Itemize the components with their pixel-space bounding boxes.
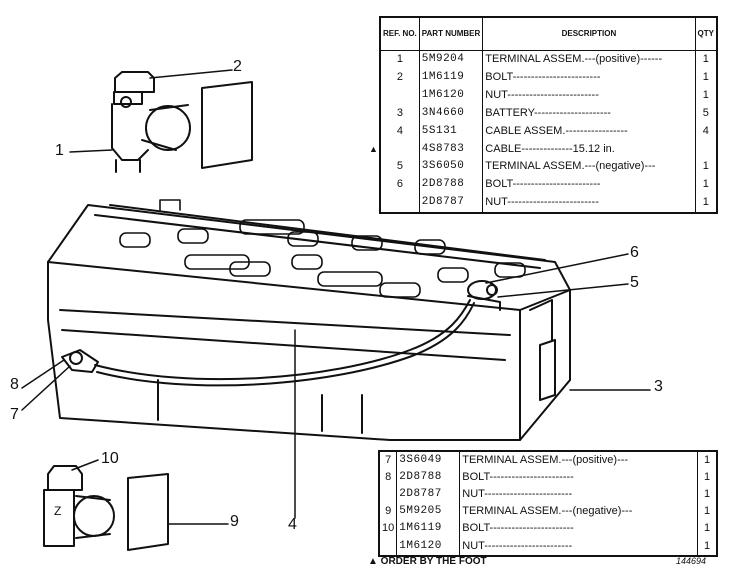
callout-3: 3	[654, 378, 663, 395]
callout-4: 4	[288, 516, 297, 533]
col-ref-header: REF. NO.	[381, 18, 420, 51]
battery-outline	[47, 204, 571, 441]
callout-7: 7	[10, 406, 19, 423]
leader-lines	[21, 69, 651, 525]
battery-caps	[119, 199, 526, 298]
triangle-marker: ▲	[369, 144, 378, 154]
terminal-positive	[61, 349, 99, 373]
callout-10: 10	[101, 450, 119, 467]
callout-6: 6	[630, 244, 639, 261]
terminal-assembly-top	[111, 71, 253, 173]
figure-number: 144694	[676, 556, 707, 566]
callout-9: 9	[230, 513, 239, 530]
terminal-negative	[467, 280, 501, 311]
callout-8: 8	[10, 376, 19, 393]
callout-2: 2	[233, 58, 242, 75]
cable	[94, 299, 471, 381]
svg-text:Z: Z	[54, 504, 61, 518]
col-part-header: PART NUMBER	[419, 18, 484, 51]
callout-1: 1	[55, 142, 64, 159]
col-desc-header: DESCRIPTION	[482, 18, 696, 51]
footnote: ▲ ORDER BY THE FOOT	[368, 556, 487, 567]
callout-5: 5	[630, 274, 639, 291]
col-qty-header: QTY	[695, 18, 716, 51]
terminal-assembly-bottom: Z	[43, 465, 169, 551]
